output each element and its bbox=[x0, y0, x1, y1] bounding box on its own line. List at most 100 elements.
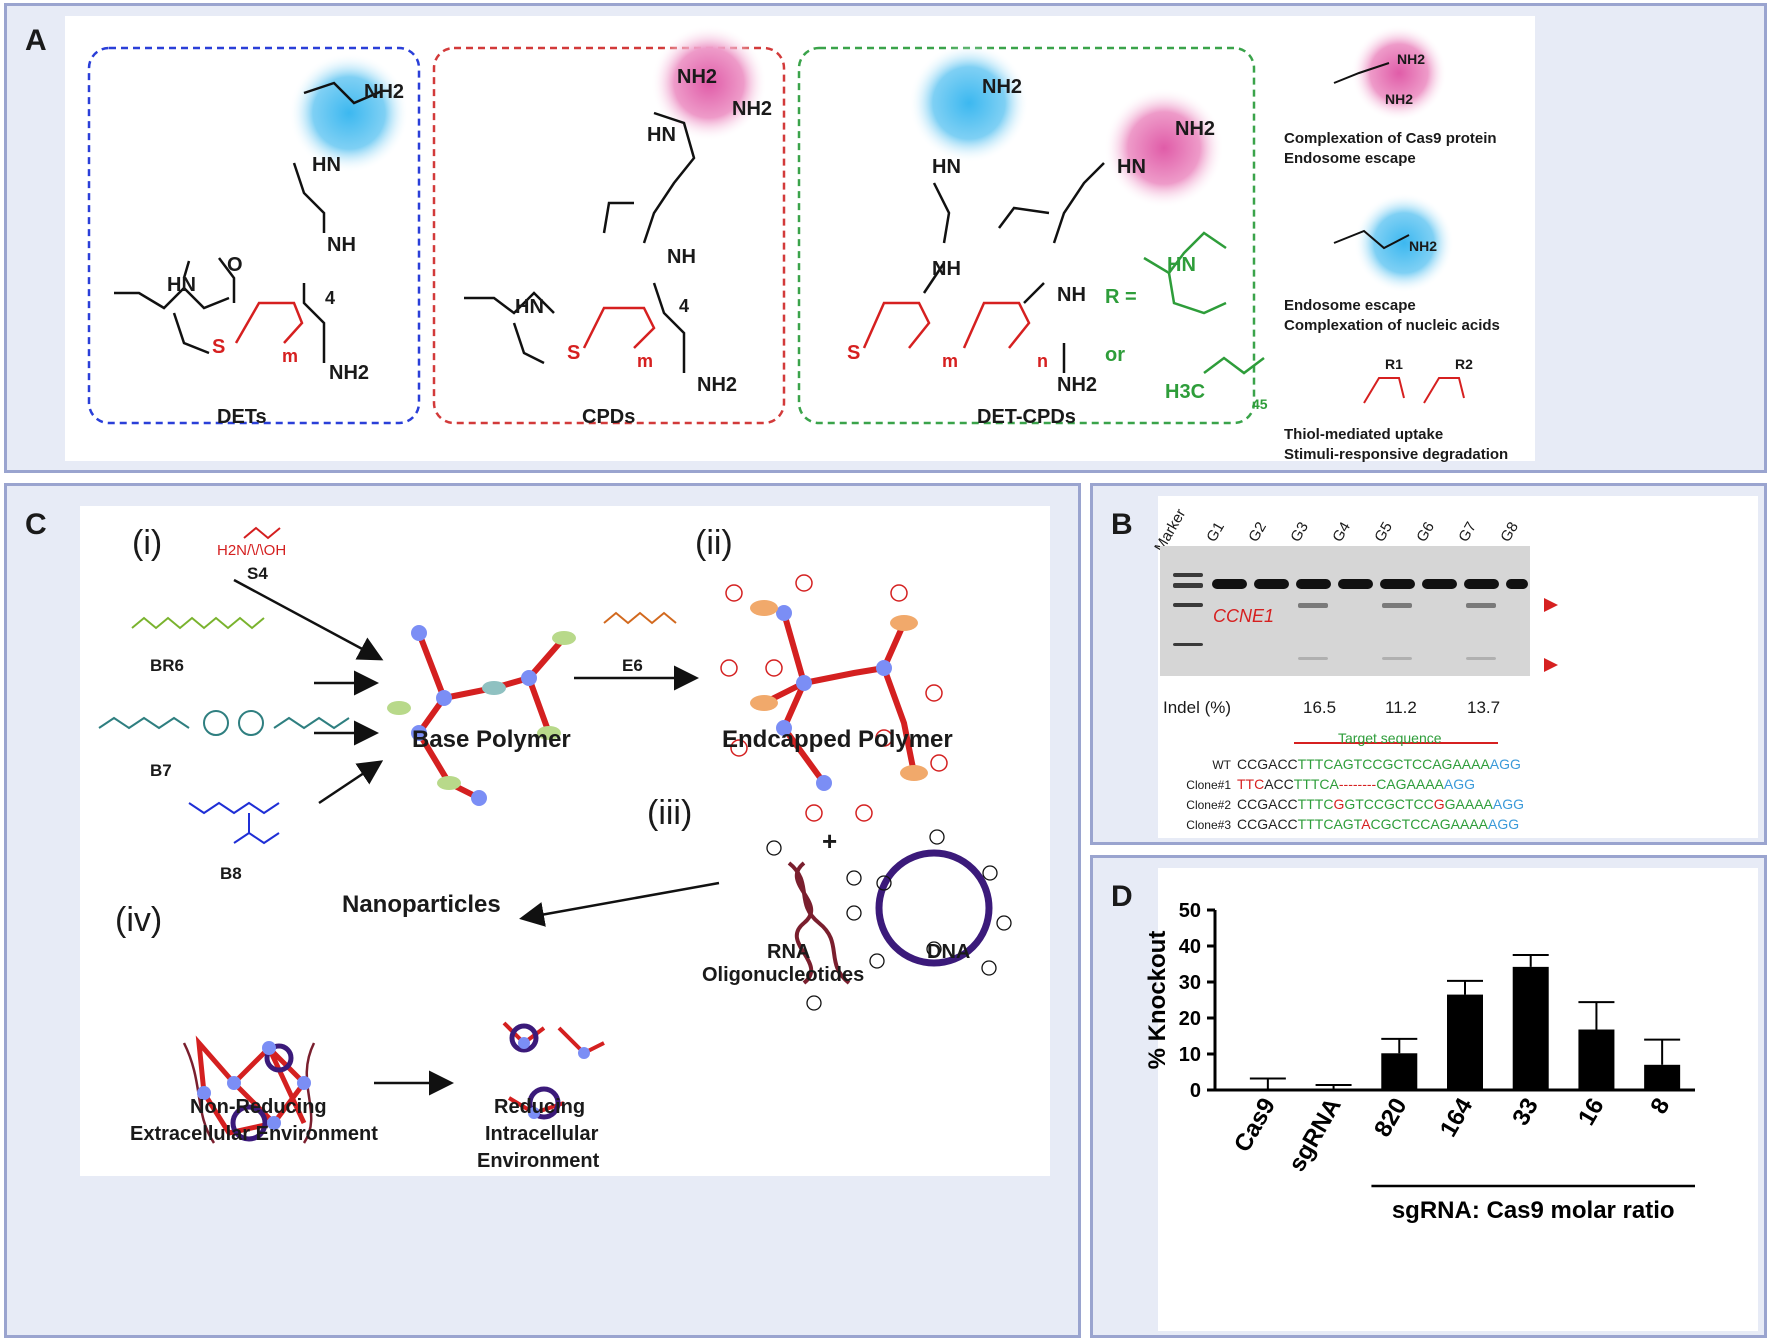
sequence-segment: TTC bbox=[1237, 776, 1265, 792]
sequence-segment: CCGACC bbox=[1237, 756, 1298, 772]
monomer-s4: S4 bbox=[247, 564, 268, 583]
step-iii: (iii) bbox=[647, 794, 693, 832]
nanoparticles-label: Nanoparticles bbox=[342, 891, 501, 918]
nonreducing-label-2: Extracellular Environment bbox=[130, 1123, 378, 1145]
positive-charges bbox=[720, 574, 948, 822]
det-cpds-disulfide bbox=[862, 301, 1031, 349]
marker-bands bbox=[1173, 573, 1203, 646]
atom-o: O bbox=[227, 254, 243, 276]
sequence-segment: ACC bbox=[1264, 776, 1294, 792]
structure-name-det-cpds: DET-CPDs bbox=[977, 406, 1076, 428]
bar bbox=[1578, 1029, 1615, 1090]
sequence-row-name: WT bbox=[1212, 758, 1231, 772]
x-axis-title: sgRNA: Cas9 molar ratio bbox=[1392, 1197, 1675, 1224]
nanoparticle-aggregate bbox=[182, 1008, 334, 1158]
monomer-br6: BR6 bbox=[150, 656, 185, 675]
base-polymer-network bbox=[387, 625, 576, 806]
band-arrow-lower bbox=[1544, 658, 1558, 672]
cpds-disulfide bbox=[582, 306, 656, 349]
x-tick-label: Cas9 bbox=[1229, 1094, 1281, 1157]
det-cpds-green bbox=[1143, 231, 1265, 375]
dets-disulfide bbox=[234, 301, 304, 344]
main-bands bbox=[1212, 579, 1528, 589]
y-tick-label: 40 bbox=[1179, 936, 1201, 958]
atom-nh2: NH2 bbox=[1409, 238, 1438, 254]
atom-nh: NH bbox=[327, 234, 356, 256]
y-tick-label: 20 bbox=[1179, 1008, 1201, 1030]
panel-d-canvas bbox=[1158, 868, 1758, 1331]
atom-nh2: NH2 bbox=[732, 98, 773, 120]
atom-nh: NH bbox=[1057, 284, 1086, 306]
atom-nh2: NH2 bbox=[364, 81, 405, 103]
step-ii: (ii) bbox=[695, 524, 733, 562]
b8-skeleton bbox=[188, 801, 280, 845]
plus-sign: + bbox=[822, 826, 838, 856]
sequence-segment: CGCTCCAGAAAA bbox=[1370, 816, 1488, 832]
legend-line: Thiol-mediated uptake bbox=[1284, 426, 1444, 443]
atom-r1: R1 bbox=[1385, 356, 1403, 372]
reducing-fragments bbox=[502, 1021, 605, 1120]
target-sequence-label: Target sequence bbox=[1338, 730, 1442, 746]
atom-hn: HN bbox=[1117, 156, 1146, 178]
atom-nh2: NH2 bbox=[1397, 51, 1426, 67]
atom-nh2: NH2 bbox=[982, 76, 1023, 98]
cleavage-bands bbox=[1298, 603, 1496, 660]
legend-guanidinium-icon bbox=[1333, 25, 1447, 121]
rna-helix bbox=[787, 861, 851, 985]
panel-b: B Marker G1 G2 G3 G4 G5 G6 G7 G8 CCNE1 I… bbox=[1090, 483, 1767, 845]
panel-d-label: D bbox=[1111, 880, 1133, 913]
dna-plasmid bbox=[875, 849, 993, 967]
atom-r2: R2 bbox=[1455, 356, 1473, 372]
structure-name-dets: DETs bbox=[217, 406, 267, 428]
sequence-segment: G bbox=[1333, 796, 1345, 812]
endcapped-polymer-network bbox=[750, 600, 928, 791]
y-axis-title: % Knockout bbox=[1144, 931, 1171, 1070]
cpds-box bbox=[432, 46, 786, 425]
sequence-segment: A bbox=[1361, 816, 1371, 832]
bar bbox=[1381, 1053, 1418, 1090]
panel-b-label: B bbox=[1111, 508, 1133, 541]
legend-line: Complexation of nucleic acids bbox=[1284, 317, 1500, 334]
x-tick-label: 820 bbox=[1369, 1094, 1412, 1142]
y-tick-label: 50 bbox=[1179, 900, 1201, 922]
atom-m: m bbox=[942, 351, 959, 371]
sequence-segment: GAAAA bbox=[1444, 796, 1493, 812]
step-iv: (iv) bbox=[115, 901, 163, 939]
atom-hn: HN bbox=[647, 124, 676, 146]
sequence-row-name: Clone#2 bbox=[1186, 798, 1231, 812]
sequence-segment: CAGAAAA bbox=[1376, 776, 1444, 792]
legend-line: Endosome escape bbox=[1284, 297, 1416, 314]
sequence-segment: CCGACC bbox=[1237, 816, 1298, 832]
sequence-segment: TTTCAGTCCGCTCCAGAAAA bbox=[1297, 756, 1490, 772]
atom-hn: HN bbox=[167, 274, 196, 296]
x-tick-label: 16 bbox=[1573, 1094, 1610, 1131]
atom-hn: HN bbox=[515, 296, 544, 318]
sequence-segment: G bbox=[1433, 796, 1445, 812]
br6-skeleton bbox=[131, 616, 265, 630]
reducing-label-2: Intracellular bbox=[485, 1123, 599, 1145]
rna-label-2: Oligonucleotides bbox=[702, 964, 865, 986]
atom-nh2: NH2 bbox=[329, 362, 370, 384]
bar bbox=[1644, 1064, 1681, 1090]
panel-c-label: C bbox=[25, 508, 47, 541]
panel-c-scheme bbox=[98, 526, 1012, 1158]
sequence-segment: AGG bbox=[1488, 816, 1520, 832]
sequence-segment: AGG bbox=[1492, 796, 1525, 812]
legend-disulfide-icon bbox=[1363, 377, 1465, 404]
sequence-segment: -------- bbox=[1338, 776, 1377, 792]
dets-molecule bbox=[114, 53, 409, 363]
atom-hn: HN bbox=[312, 154, 341, 176]
legend-line: Complexation of Cas9 protein bbox=[1284, 130, 1497, 147]
atom-nh2: NH2 bbox=[677, 66, 718, 88]
atom-nh2: NH2 bbox=[1385, 91, 1414, 107]
panel-a-label: A bbox=[25, 24, 47, 57]
legend-line: Stimuli-responsive degradation bbox=[1284, 446, 1509, 463]
structure-name-cpds: CPDs bbox=[582, 406, 636, 428]
indel-value-g7: 13.7 bbox=[1467, 698, 1501, 717]
sequence-row-name: Clone#1 bbox=[1186, 778, 1231, 792]
gene-label: CCNE1 bbox=[1213, 606, 1275, 626]
atom-nh: NH bbox=[932, 258, 961, 280]
